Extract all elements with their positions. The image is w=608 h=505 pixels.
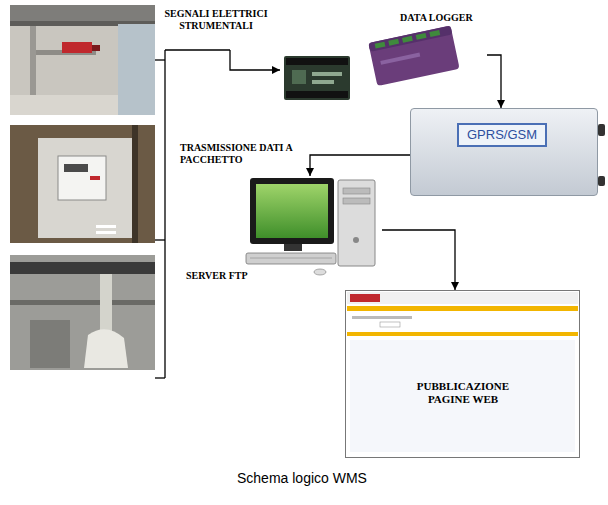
web-page: PUBBLICAZIONE PAGINE WEB <box>345 290 580 458</box>
edge-label: TRASMISSIONE DATI A PACCHETTO <box>180 142 302 166</box>
pipe-photo <box>10 255 155 370</box>
gprs-modem: GPRS/GSM <box>410 108 598 196</box>
node-label: GPRS/GSM <box>457 123 547 147</box>
data-logger: DATA LOGGER <box>280 8 487 102</box>
connector-line <box>382 230 455 290</box>
caption: Schema logico WMS <box>237 470 367 487</box>
meter-photo <box>10 125 155 243</box>
web-page-screenshot <box>346 291 580 458</box>
sensor-group: SEGNALI ELETTRICI STRUMENTALI <box>160 6 272 50</box>
arrow-head <box>272 66 280 74</box>
signal-wire <box>155 50 230 378</box>
data-logger-device <box>368 26 459 87</box>
node-label: SERVER FTP <box>186 270 276 282</box>
arrow-head <box>306 168 314 176</box>
connector <box>230 50 280 74</box>
ftp-server: SERVER FTP <box>182 176 382 285</box>
connector <box>306 155 410 176</box>
acquisition-board <box>284 56 350 100</box>
node-label: SEGNALI ELETTRICI STRUMENTALI <box>164 8 268 32</box>
server-computer <box>246 178 375 275</box>
connector-line <box>310 155 410 176</box>
sensor-photo <box>10 5 155 115</box>
node-label: PUBBLICAZIONE PAGINE WEB <box>403 380 523 406</box>
node-label: DATA LOGGER <box>400 12 484 24</box>
arrow-head <box>497 100 505 108</box>
connector <box>382 230 459 290</box>
antenna-connector <box>598 124 605 186</box>
arrow-head <box>451 282 459 290</box>
connector <box>487 55 505 108</box>
